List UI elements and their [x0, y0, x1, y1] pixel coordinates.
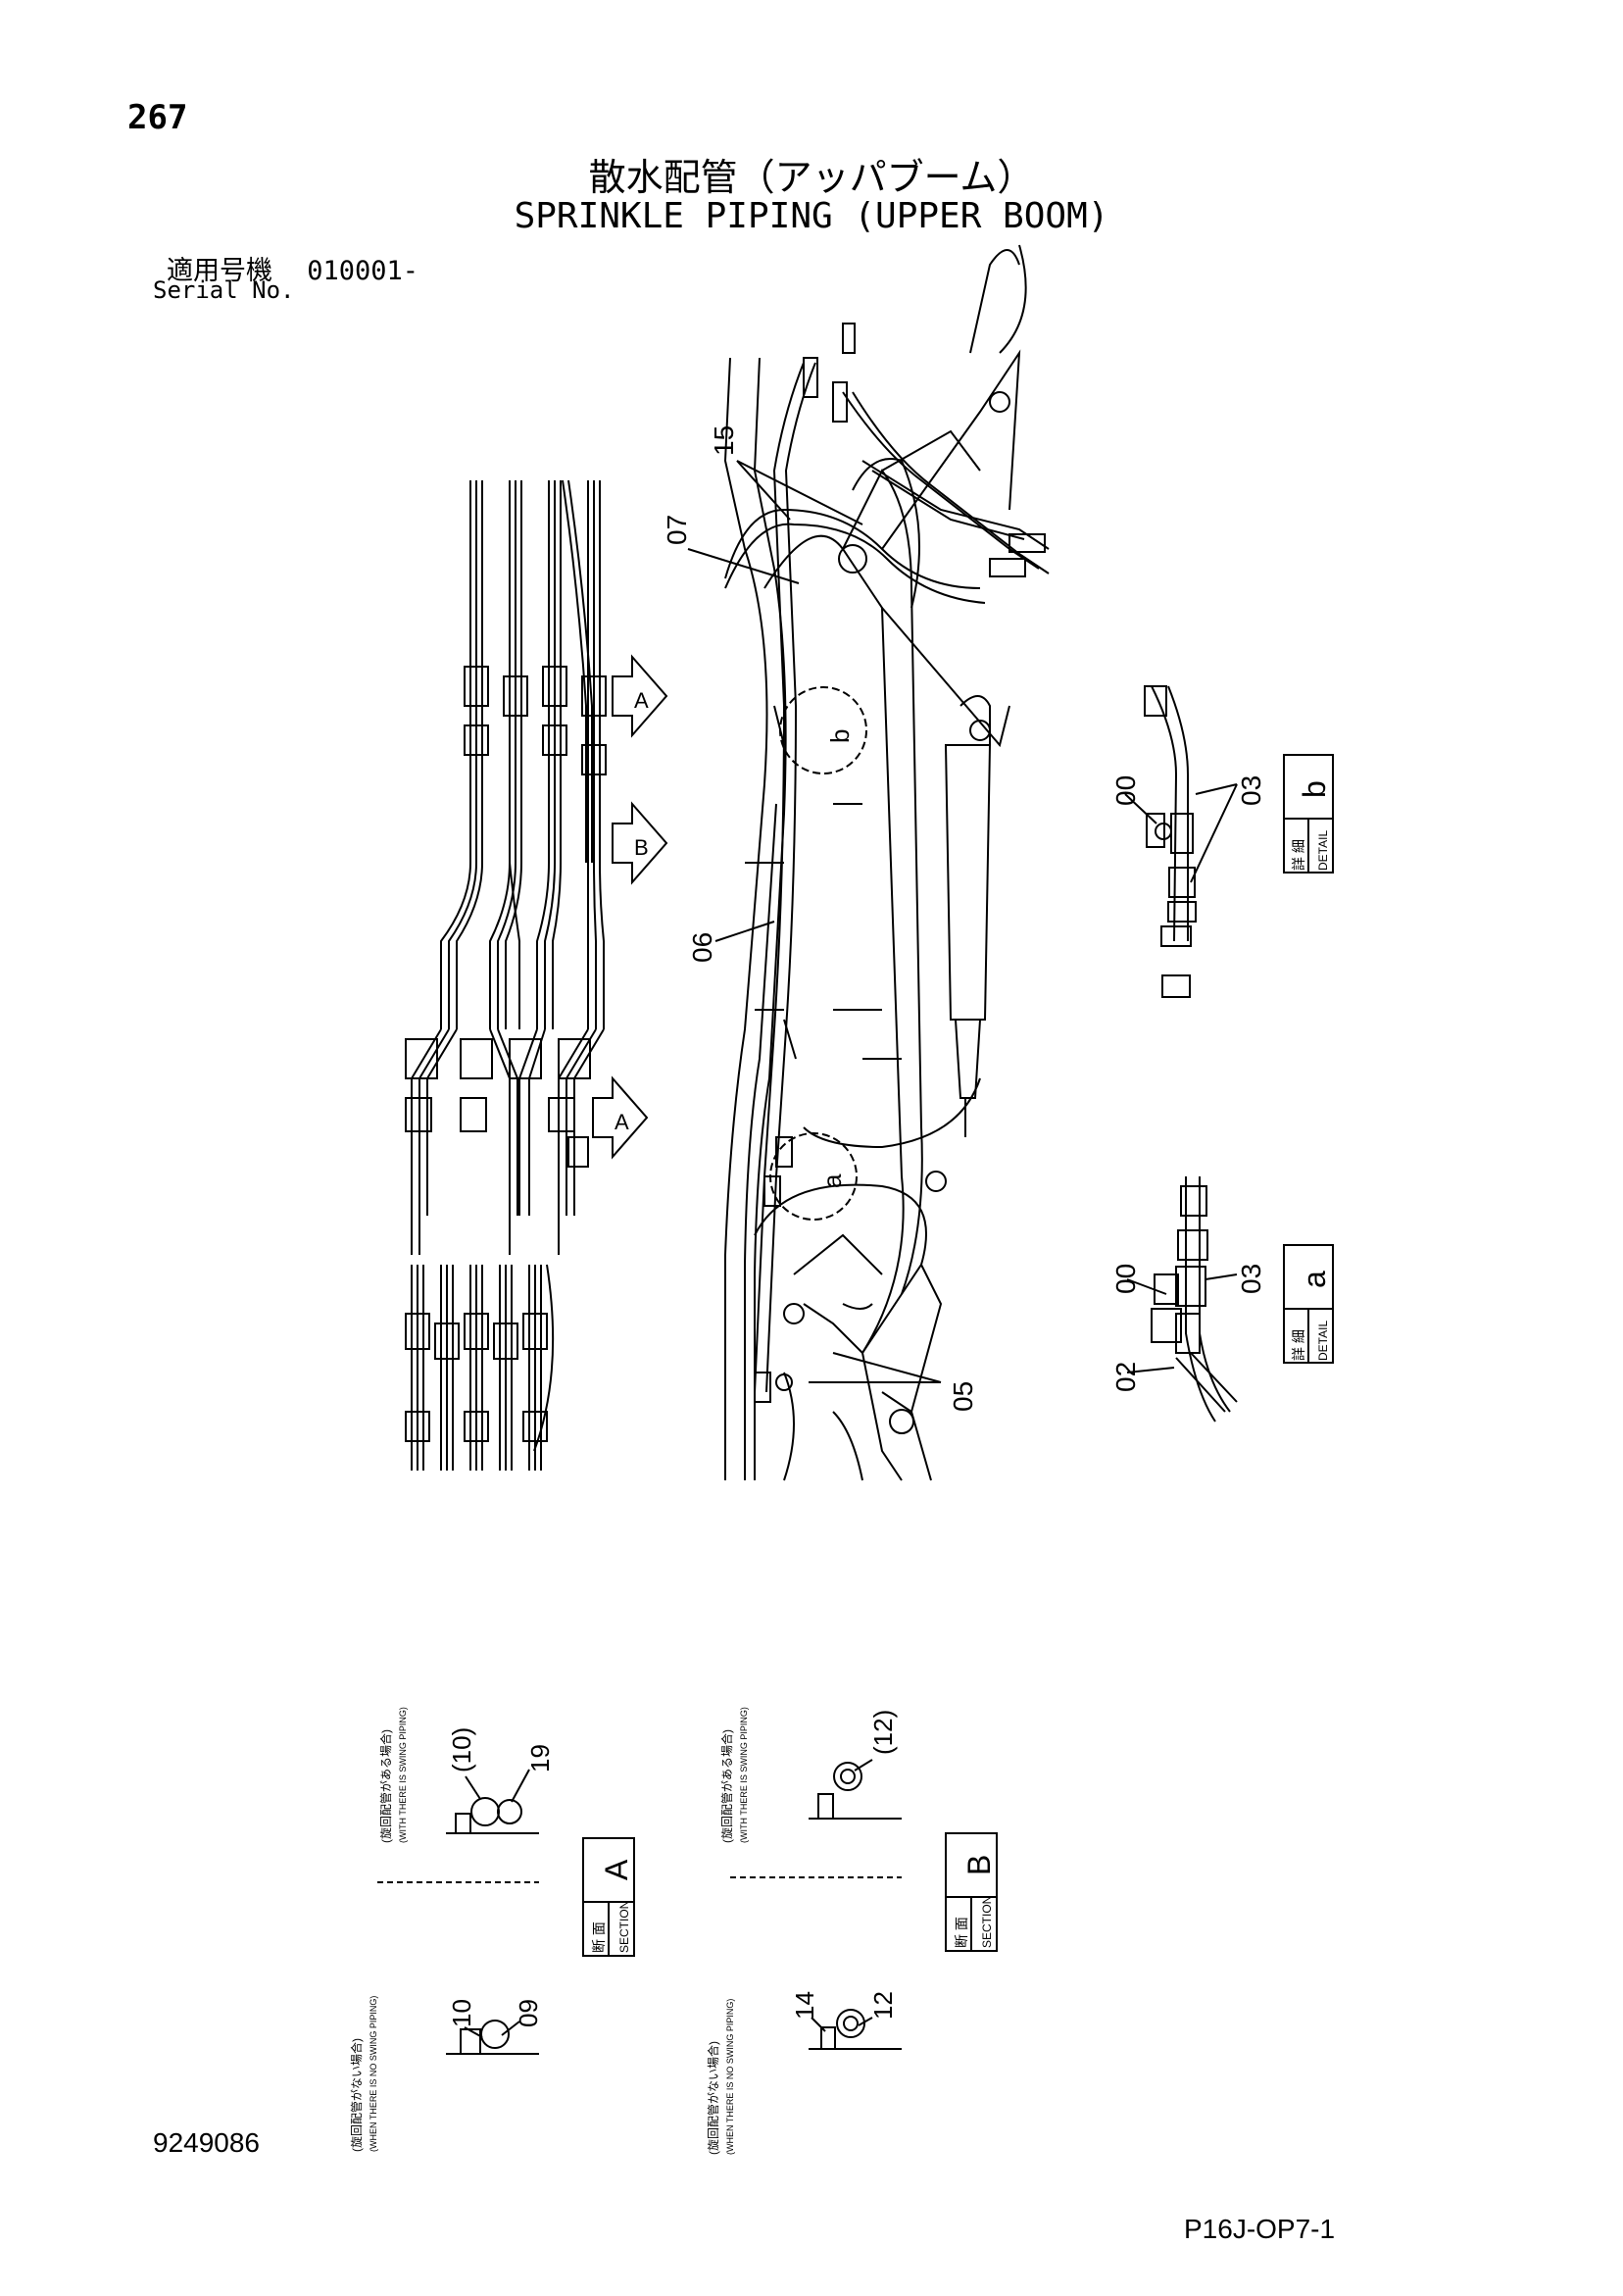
section-b-part-14: 14 [790, 1991, 819, 2020]
section-b-note-with-en: (WITH THERE IS SWING PIPING) [739, 1707, 749, 1843]
document-number: 9249086 [153, 2127, 261, 2158]
hose-bundle-lower [405, 1264, 555, 1471]
section-a-note-without-en: (WHEN THERE IS NO SWING PIPING) [369, 1996, 378, 2152]
detail-b-letter: b [1297, 780, 1332, 798]
arrow-b-label: B [634, 835, 649, 860]
section-b-letter: B [961, 1855, 997, 1875]
boom-cylinder [803, 695, 992, 1149]
detail-b-jp: 詳 細 [1291, 839, 1306, 871]
detail-a-en: DETAIL [1316, 1321, 1330, 1361]
detail-a-jp: 詳 細 [1291, 1329, 1306, 1361]
view-arrow-b: B [612, 801, 668, 885]
section-a: (10) 19 (旋回配管がある場合) (WITH THERE IS SWING… [349, 1707, 635, 2152]
section-a-note-with-jp: (旋回配管がある場合) [378, 1729, 393, 1843]
sprinkle-hoses [724, 323, 1050, 1403]
section-a-note-without-jp: (旋回配管がない場合) [349, 2038, 364, 2152]
page-number: 267 [127, 98, 188, 137]
section-b: (12) (旋回配管がある場合) (WITH THERE IS SWING PI… [706, 1707, 998, 2155]
section-b-note-with-jp: (旋回配管がある場合) [719, 1729, 734, 1843]
detail-a-part-02: 02 [1110, 1362, 1141, 1392]
section-a-part-19: 19 [525, 1744, 555, 1772]
section-b-jp: 断 面 [954, 1917, 969, 1948]
title-english: SPRINKLE PIPING (UPPER BOOM) [514, 196, 1109, 236]
part-callouts: 15 07 06 05 b a [662, 425, 978, 1412]
section-a-en: SECTION [617, 1901, 631, 1953]
hose-bundle-upper [405, 479, 607, 1255]
page-reference: P16J-OP7-1 [1184, 2214, 1336, 2244]
part-07-label: 07 [662, 515, 692, 545]
detail-b-part-03: 03 [1236, 775, 1266, 806]
part-06-label: 06 [687, 932, 717, 963]
title-japanese: 散水配管（アッパブーム） [588, 156, 1035, 199]
section-a-letter: A [599, 1859, 634, 1880]
part-05-label: 05 [948, 1381, 978, 1412]
arrow-a-top-label: A [634, 688, 649, 713]
serial-row: 適用号機 010001- [167, 249, 418, 287]
section-b-part-12: 12 [868, 1991, 898, 2020]
section-b-note-without-en: (WHEN THERE IS NO SWING PIPING) [725, 1999, 735, 2155]
view-arrow-a-bottom: A [592, 1075, 649, 1160]
part-15-label: 15 [709, 425, 739, 456]
detail-a-letter: a [1297, 1271, 1332, 1288]
serial-label-en: Serial No. [153, 276, 295, 304]
detail-a-part-03: 03 [1236, 1264, 1266, 1294]
serial-label-jp: 適用号機 [167, 256, 272, 286]
detail-a: 00 03 02 a 詳 細 DETAIL [1110, 1176, 1334, 1423]
view-arrow-a-top: A [612, 654, 668, 738]
section-a-jp: 断 面 [591, 1922, 607, 1953]
arrow-a-bottom-label: A [615, 1110, 629, 1134]
section-a-part-10: 10 [447, 1999, 476, 2027]
section-b-note-without-jp: (旋回配管がない場合) [706, 2041, 720, 2155]
detail-b-en: DETAIL [1316, 830, 1330, 871]
section-a-part-10-paren: (10) [447, 1727, 476, 1772]
section-a-note-with-en: (WITH THERE IS SWING PIPING) [398, 1707, 408, 1843]
detail-a-marker: a [817, 1173, 847, 1188]
detail-a-part-00: 00 [1110, 1264, 1141, 1294]
section-b-en: SECTION [980, 1896, 994, 1948]
detail-b-marker: b [825, 729, 855, 743]
detail-b: 00 03 b 詳 細 DETAIL [1110, 685, 1334, 998]
serial-value: 010001- [307, 256, 418, 286]
section-b-part-12-paren: (12) [868, 1710, 898, 1755]
detail-b-part-00: 00 [1110, 775, 1141, 806]
